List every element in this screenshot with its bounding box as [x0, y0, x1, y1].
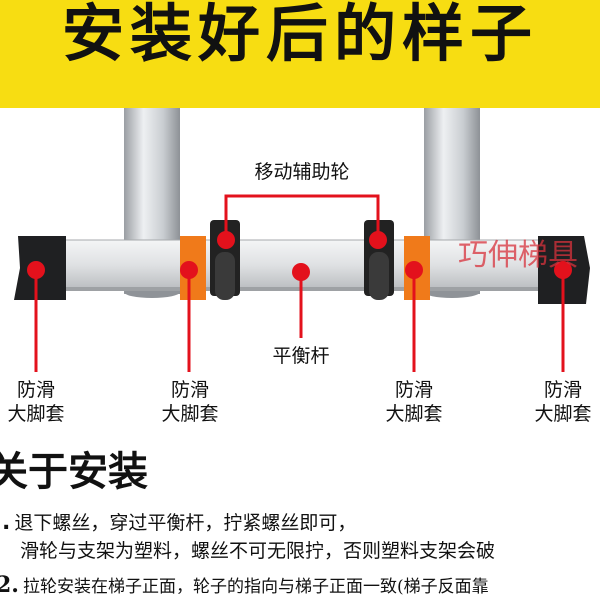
step-1-line-2: 滑轮与支架为塑料，螺丝不可无限拧，否则塑料支架会破: [20, 540, 496, 562]
step-2-marker: 2.: [0, 572, 19, 598]
marker-dot-wheel-right: [369, 231, 387, 249]
anti-slip-label-midleft-line2: 大脚套: [161, 403, 219, 425]
marker-dot-foot-midright: [405, 261, 423, 279]
anti-slip-label-midright-line1: 防滑: [394, 379, 433, 401]
anti-slip-label-left: 防滑 大脚套: [0, 378, 72, 426]
wheel-label: 移动辅助轮: [254, 161, 350, 183]
anti-slip-label-right-line1: 防滑: [543, 379, 582, 401]
balance-bar-bottom-edge: [56, 287, 552, 291]
marker-dot-foot-midleft: [180, 261, 198, 279]
anti-slip-label-midleft: 防滑 大脚套: [154, 378, 226, 426]
anti-slip-label-midright: 防滑 大脚套: [378, 378, 450, 426]
marker-dot-foot-left: [27, 261, 45, 279]
step-1-line-1: .退下螺丝，穿过平衡杆，拧紧螺丝即可，: [2, 510, 356, 536]
wheel-left: [215, 252, 235, 300]
anti-slip-label-midleft-line1: 防滑: [170, 379, 209, 401]
step-2-text: 拉轮安装在梯子正面，轮子的指向与梯子正面一致(梯子反面靠: [22, 577, 489, 597]
anti-slip-label-midright-line2: 大脚套: [385, 403, 443, 425]
balance-bar-label: 平衡杆: [272, 345, 330, 367]
banner-title: 安装好后的样子: [61, 0, 538, 70]
title-banner: 安装好后的样子: [0, 0, 600, 108]
marker-dot-foot-right: [554, 261, 572, 279]
step-1-text-1: 退下螺丝，穿过平衡杆，拧紧螺丝即可，: [14, 512, 357, 534]
step-1-marker: .: [2, 510, 11, 535]
marker-dot-wheel-left: [217, 231, 235, 249]
step-2-line: 2.拉轮安装在梯子正面，轮子的指向与梯子正面一致(梯子反面靠: [0, 572, 489, 600]
anti-slip-label-left-line1: 防滑: [16, 379, 55, 401]
wheel-callout-line: [224, 194, 380, 240]
watermark: 巧伸梯具: [458, 238, 578, 273]
section-title: 关于安装: [0, 449, 148, 495]
wheel-right: [369, 252, 389, 300]
anti-slip-label-right: 防滑 大脚套: [527, 378, 599, 426]
anti-slip-label-right-line2: 大脚套: [534, 403, 592, 425]
marker-dot-balance-bar: [292, 263, 310, 281]
anti-slip-label-left-line2: 大脚套: [7, 403, 65, 425]
